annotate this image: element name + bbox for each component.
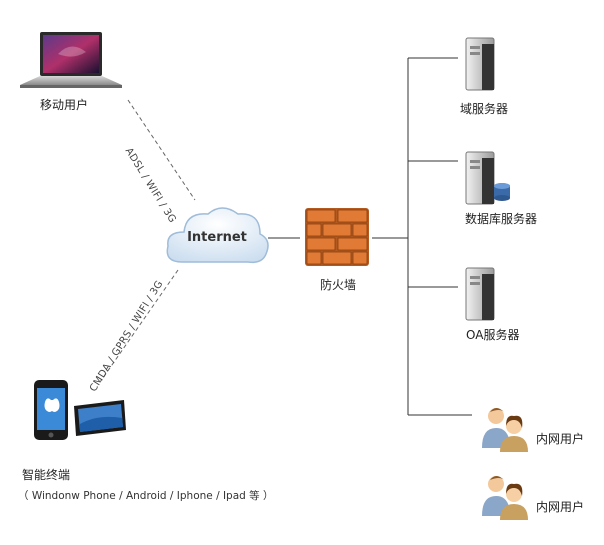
- smart-terminal-label: 智能终端: [22, 468, 71, 482]
- database-server-icon: [464, 150, 514, 206]
- database-server-label: 数据库服务器: [465, 212, 538, 226]
- intranet-user-label-2: 内网用户: [536, 500, 585, 514]
- intranet-users-icon: [480, 404, 532, 452]
- domain-server-label: 域服务器: [460, 102, 509, 116]
- smart-terminal-icon: [32, 378, 128, 442]
- firewall-label: 防火墙: [320, 278, 357, 292]
- smart-terminal-detail: （ Windonw Phone / Android / Iphone / Ipa…: [18, 490, 274, 502]
- internet-label: Internet: [187, 230, 247, 245]
- oa-server-icon: [464, 266, 500, 322]
- oa-server-label: OA服务器: [466, 328, 520, 342]
- internet-cloud-icon: Internet: [162, 200, 272, 272]
- mobile-dashed-link: [127, 99, 196, 201]
- firewall-icon: [305, 208, 369, 266]
- terminal-dashed-link: [97, 269, 179, 386]
- intranet-user-label-1: 内网用户: [536, 432, 585, 446]
- domain-server-icon: [464, 36, 500, 92]
- mobile-user-label: 移动用户: [40, 98, 89, 112]
- laptop-icon: [18, 30, 124, 90]
- intranet-users-icon: [480, 472, 532, 520]
